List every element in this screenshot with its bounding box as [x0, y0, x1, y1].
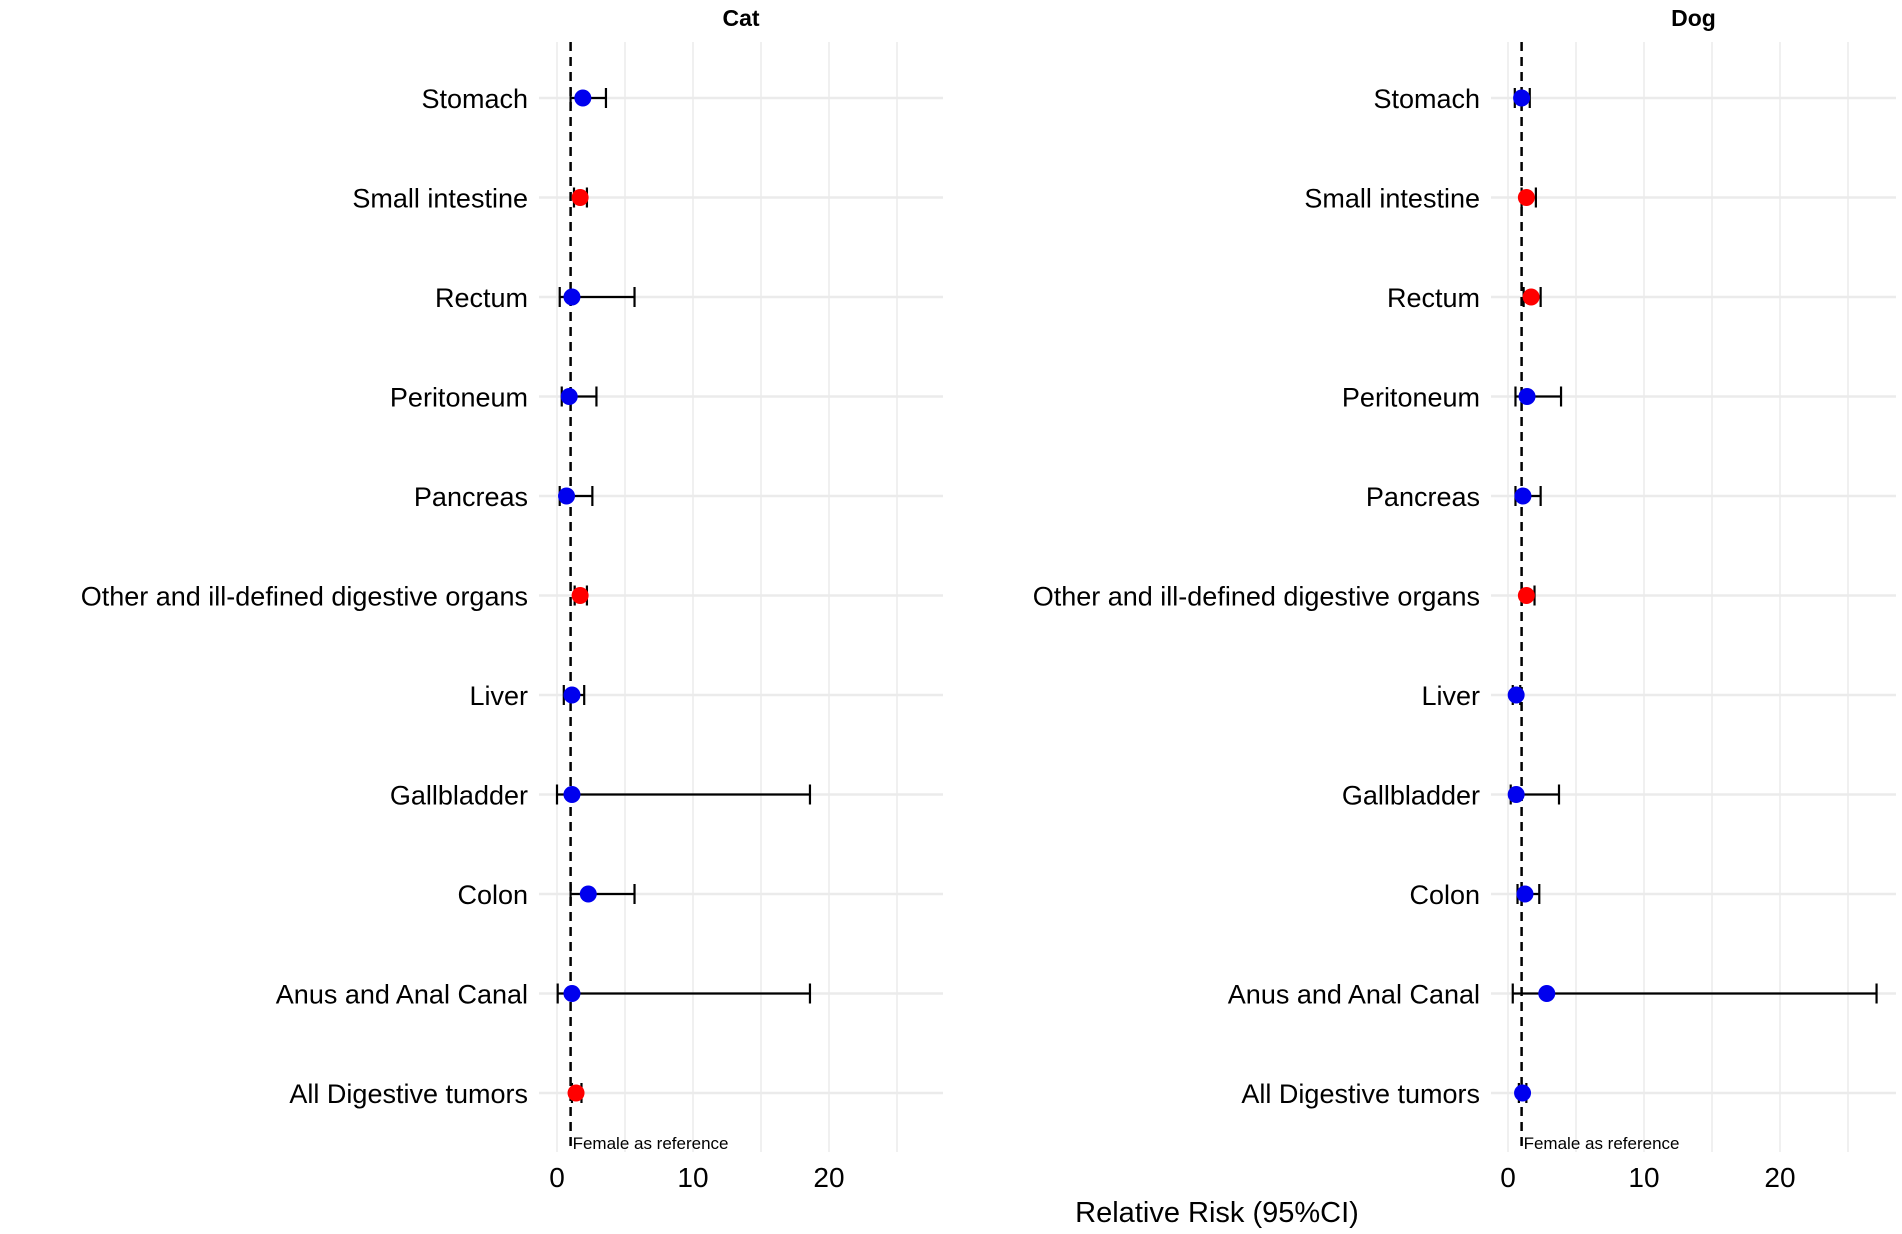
category-label: Liver	[469, 681, 528, 711]
category-label: Pancreas	[1366, 482, 1480, 512]
category-label: Stomach	[421, 84, 528, 114]
category-label: Gallbladder	[390, 781, 528, 811]
point-estimate	[558, 487, 576, 505]
point-estimate	[563, 786, 581, 803]
x-tick-label: 0	[549, 1162, 565, 1193]
category-label: Anus and Anal Canal	[276, 980, 528, 1010]
category-label: Peritoneum	[390, 383, 528, 413]
x-tick-label: 10	[1628, 1162, 1659, 1193]
point-estimate	[1522, 288, 1540, 306]
x-tick-label: 20	[1764, 1162, 1795, 1193]
category-label: Stomach	[1373, 84, 1480, 114]
x-tick-label: 0	[1500, 1162, 1516, 1193]
x-axis-label: Relative Risk (95%CI)	[1075, 1197, 1359, 1229]
point-estimate	[1514, 1084, 1532, 1102]
category-label: All Digestive tumors	[1241, 1079, 1480, 1109]
point-estimate	[1516, 885, 1534, 903]
category-label: Colon	[457, 880, 528, 910]
x-tick-label: 20	[813, 1162, 844, 1193]
point-estimate	[1517, 587, 1535, 604]
category-label: All Digestive tumors	[289, 1079, 528, 1109]
category-label: Anus and Anal Canal	[1228, 980, 1480, 1010]
category-label: Other and ill-defined digestive organs	[1033, 582, 1480, 612]
point-estimate	[1507, 786, 1525, 803]
point-estimate	[560, 388, 578, 405]
point-estimate	[579, 885, 597, 903]
point-estimate	[563, 288, 581, 306]
x-tick-label: 10	[677, 1162, 708, 1193]
point-estimate	[1507, 686, 1525, 704]
point-estimate	[574, 89, 592, 107]
reference-label: Female as reference	[573, 1134, 729, 1153]
category-label: Rectum	[1387, 283, 1480, 313]
category-label: Pancreas	[414, 482, 528, 512]
point-estimate	[1538, 985, 1556, 1002]
point-estimate	[567, 1084, 585, 1102]
point-estimate	[563, 686, 581, 704]
category-label: Peritoneum	[1342, 383, 1480, 413]
category-label: Gallbladder	[1342, 781, 1480, 811]
point-estimate	[563, 985, 581, 1002]
category-label: Rectum	[435, 283, 528, 313]
panel-title: Dog	[1671, 5, 1716, 31]
category-label: Other and ill-defined digestive organs	[81, 582, 528, 612]
point-estimate	[1513, 89, 1531, 107]
category-label: Small intestine	[352, 184, 528, 214]
panel-title: Cat	[722, 5, 759, 31]
point-estimate	[1518, 388, 1536, 405]
point-estimate	[1517, 189, 1535, 206]
point-estimate	[571, 189, 589, 206]
category-label: Small intestine	[1304, 184, 1480, 214]
reference-label: Female as reference	[1524, 1134, 1680, 1153]
category-label: Colon	[1409, 880, 1480, 910]
point-estimate	[571, 587, 589, 604]
point-estimate	[1514, 487, 1532, 505]
category-label: Liver	[1421, 681, 1480, 711]
